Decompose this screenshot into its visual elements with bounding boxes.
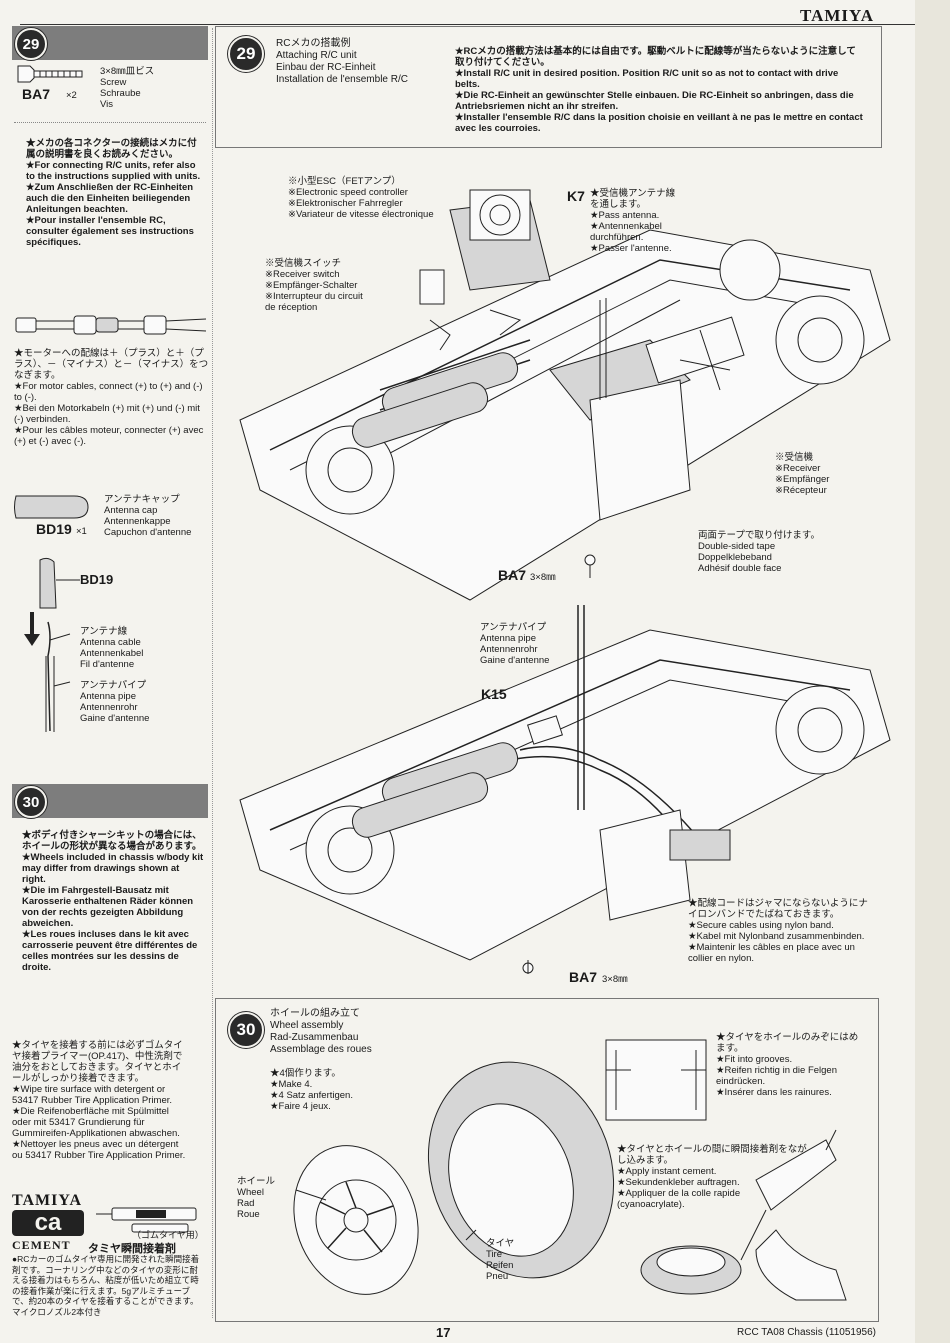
antenna-pipe-label-side: アンテナパイプ Antenna pipe Antennenrohr Gaine … — [80, 680, 150, 724]
screw-code: BA7 — [22, 86, 51, 102]
antenna-cap-qty: ×1 — [76, 526, 87, 537]
tire-primer-note: ★タイヤを接着する前には必ずゴムタイヤ接着プライマー(OP.417)、中性洗剤で… — [12, 1040, 186, 1161]
column-divider — [212, 28, 213, 1318]
ca-brand: TAMIYA — [12, 1192, 83, 1209]
step29-number: 29 — [228, 36, 264, 72]
nylon-band-label: ★配線コードはジャマにならないようにナイロンバンドでたばねておきます。 ★Sec… — [688, 898, 868, 964]
antenna-cap-label: アンテナキャップ Antenna cap Antennenkappe Capuc… — [104, 494, 192, 538]
esc-label: ※小型ESC（FETアンプ） ※Electronic speed control… — [288, 176, 434, 220]
header-rule — [20, 24, 925, 25]
screw-spec: 3×8㎜皿ビス Screw Schraube Vis — [100, 66, 155, 110]
sidebar-step30-number: 30 — [15, 786, 47, 818]
k7-code: K7 — [567, 188, 585, 204]
step29-header-box — [215, 26, 882, 148]
model-name: RCC TA08 Chassis (11051956) — [737, 1327, 876, 1338]
step30-title: ホイールの組み立て Wheel assembly Rad-Zusammenbau… — [270, 1008, 372, 1055]
step29-title: RCメカの搭載例 Attaching R/C unit Einbau der R… — [276, 38, 408, 85]
fit-grooves-label: ★タイヤをホイールのみぞにはめます。 ★Fit into grooves. ★R… — [716, 1032, 859, 1098]
receiver-label: ※受信機 ※Receiver ※Empfänger ※Récepteur — [775, 452, 830, 496]
wheel-label: ホイール Wheel Rad Roue — [237, 1176, 276, 1220]
chassis-drawing-2 — [239, 605, 891, 974]
antenna-assembly-icon — [24, 557, 80, 732]
step30-number: 30 — [228, 1012, 264, 1048]
ca-logo: ca — [12, 1210, 84, 1236]
step29-instructions: ★RCメカの搭載方法は基本的には自由です。駆動ベルトに配線等が当たらないように注… — [455, 46, 863, 134]
antenna-cable-label: アンテナ線 Antenna cable Antennenkabel Fil d'… — [80, 626, 144, 670]
connector-note: ★メカの各コネクターの接続はメカに付属の説明書を良くお読みください。 ★For … — [26, 138, 201, 248]
instant-cement-label: ★タイヤとホイールの間に瞬間接着剤をながし込みます。 ★Apply instan… — [617, 1144, 807, 1210]
motor-note: ★モーターへの配線は＋（プラス）と＋（プラス）、－（マイナス）と－（マイナス）を… — [14, 348, 209, 447]
step30-box — [215, 998, 879, 1322]
ca-cement-word: CEMENT — [12, 1238, 71, 1252]
tire-label: タイヤ Tire Reifen Pneu — [486, 1238, 515, 1282]
k7-label: ★受信機アンテナ線 を通します。 ★Pass antenna. ★Antenne… — [590, 188, 676, 254]
screw-icon — [17, 65, 83, 83]
brand-logo: TAMIYA — [800, 6, 875, 25]
ba7-size-1: 3×8㎜ — [530, 572, 556, 583]
screw-qty: ×2 — [66, 90, 77, 101]
sidebar-divider — [14, 122, 206, 123]
k15-code: K15 — [481, 686, 507, 702]
ca-tube-icon — [96, 1207, 197, 1233]
double-sided-tape-label: 両面テープで取り付けます。 Double-sided tape Doppelkl… — [698, 530, 820, 574]
ca-title: タミヤ瞬間接着剤 — [88, 1243, 176, 1255]
chassis-drawing-1 — [239, 189, 891, 601]
ca-cement-ad: TAMIYA ca CEMENT （ゴムタイヤ用） タミヤ瞬間接着剤 ●RCカー… — [12, 1192, 204, 1340]
antenna-cap-code: BD19 — [36, 521, 72, 537]
antenna-cap-icon — [14, 495, 89, 519]
sidebar-step29-number: 29 — [15, 28, 47, 60]
receiver-switch-label: ※受信機スイッチ ※Receiver switch ※Empfänger-Sch… — [265, 258, 363, 313]
ba7-code-1: BA7 — [498, 567, 527, 583]
wheels-note: ★ボディ付きシャーシキットの場合には、ホイールの形状が異なる場合があります。 ★… — [22, 830, 204, 973]
ca-description: ●RCカーのゴムタイヤ専用に開発された瞬間接着剤です。コーナリング中などのタイヤ… — [12, 1254, 200, 1317]
motor-cable-icon — [15, 315, 207, 335]
make-4-label: ★4個作ります。 ★Make 4. ★4 Satz anfertigen. ★F… — [270, 1068, 353, 1112]
ca-subtitle: （ゴムタイヤ用） — [132, 1230, 204, 1240]
page-number: 17 — [436, 1325, 451, 1340]
wheel-assembly-drawing — [293, 1039, 847, 1301]
page-edge — [915, 0, 950, 1343]
antenna-pipe-label-main: アンテナパイプ Antenna pipe Antennenrohr Gaine … — [480, 622, 550, 666]
antenna-cap-code-2: BD19 — [80, 572, 114, 587]
ba7-code-2: BA7 — [569, 969, 598, 985]
ba7-size-2: 3×8㎜ — [602, 974, 628, 985]
